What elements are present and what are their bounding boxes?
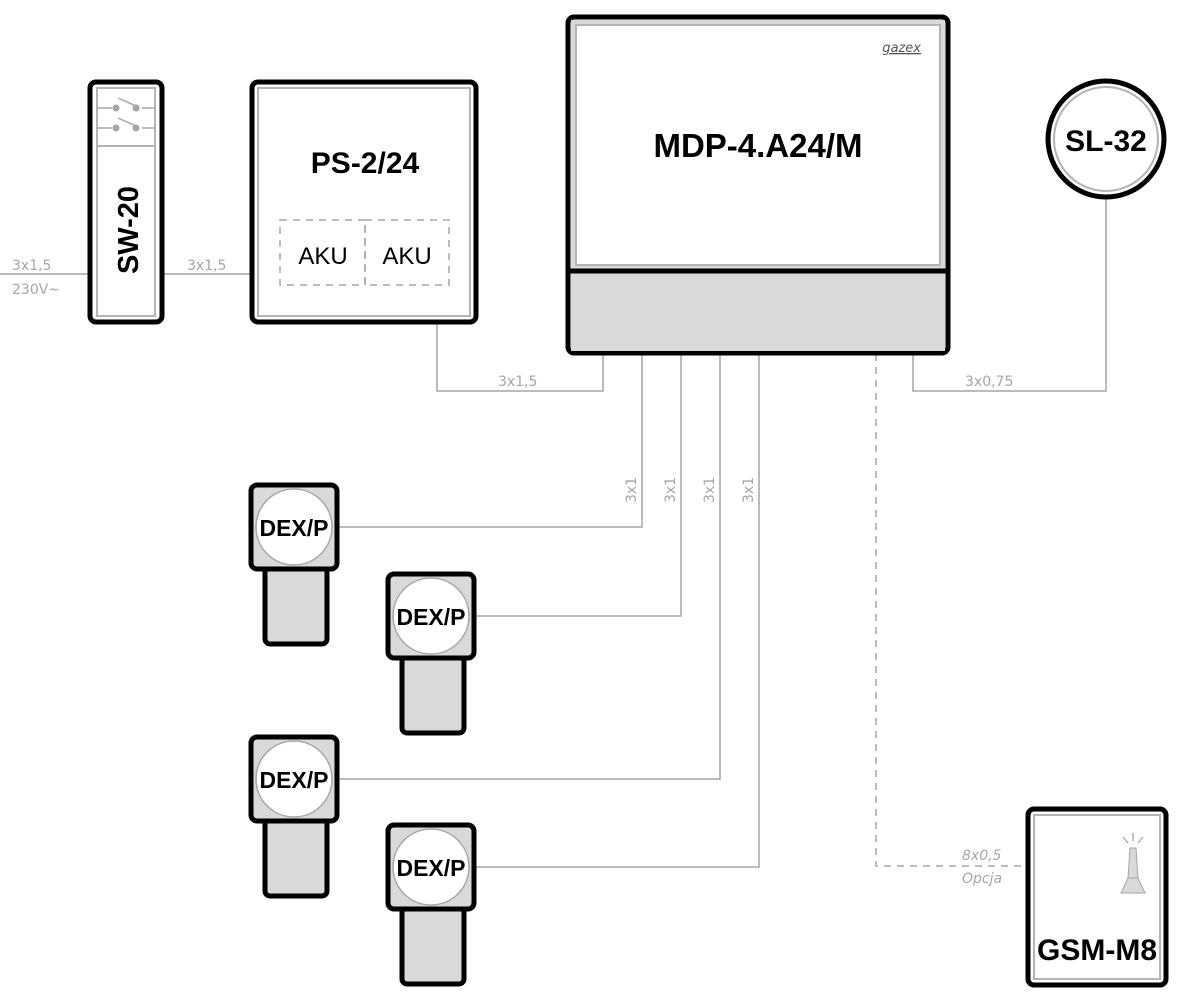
mdp-terminal-panel xyxy=(571,270,945,351)
cable-label-detector-3: 3x1 xyxy=(702,477,718,503)
battery-label-1: AKU xyxy=(298,243,347,270)
wire-mdp-to-sl32 xyxy=(912,198,1107,392)
detector-1[interactable]: DEX/P xyxy=(248,482,340,647)
detector-label: DEX/P xyxy=(259,767,328,793)
wire-detector-4 xyxy=(473,354,760,868)
cable-label-mains-spec: 3x1,5 xyxy=(12,258,51,274)
detector-4[interactable]: DEX/P xyxy=(385,822,477,987)
wire-mdp-to-gsm xyxy=(875,354,1028,867)
wires xyxy=(0,198,1107,868)
cable-label-gsm-note: Opcja xyxy=(962,871,1002,887)
cable-label-gsm-spec: 8x0,5 xyxy=(962,848,1002,864)
wire-detector-1 xyxy=(337,354,643,528)
cable-labels: 3x1,5 230V~ 3x1,5 3x1,5 3x0,75 3x1 3x1 3… xyxy=(12,258,1013,887)
ps-label: PS-2/24 xyxy=(311,147,420,180)
double-switch-icon xyxy=(97,97,155,132)
device-ps[interactable]: PS-2/24 AKU AKU xyxy=(249,79,479,325)
detector-label: DEX/P xyxy=(396,855,465,881)
device-mdp[interactable]: gazex MDP-4.A24/M xyxy=(565,14,951,356)
detector-3[interactable]: DEX/P xyxy=(248,734,340,899)
device-sw20[interactable]: SW-20 xyxy=(87,79,165,325)
sl32-label: SL-32 xyxy=(1065,125,1147,158)
device-gsm[interactable]: GSM-M8 xyxy=(1025,806,1169,988)
device-sl32[interactable]: SL-32 xyxy=(1045,78,1167,200)
wire-detector-2 xyxy=(473,354,682,617)
wire-ps-to-mdp xyxy=(436,322,604,392)
brand-logo: gazex xyxy=(882,41,921,56)
detector-label: DEX/P xyxy=(259,515,328,541)
cable-label-detector-1: 3x1 xyxy=(624,477,640,503)
sw20-label: SW-20 xyxy=(113,186,145,274)
cable-label-mains-voltage: 230V~ xyxy=(12,282,60,298)
cable-label-sw-to-ps: 3x1,5 xyxy=(187,258,226,274)
wire-detector-3 xyxy=(337,354,721,780)
antenna-icon xyxy=(1120,833,1146,894)
battery-slot-2 xyxy=(364,219,450,286)
cable-label-ps-to-mdp: 3x1,5 xyxy=(498,374,537,390)
detector-label: DEX/P xyxy=(396,604,465,630)
gsm-label: GSM-M8 xyxy=(1037,934,1157,967)
mdp-label: MDP-4.A24/M xyxy=(653,127,862,164)
cable-label-detector-4: 3x1 xyxy=(741,477,757,503)
cable-label-mdp-to-sl32: 3x0,75 xyxy=(965,374,1013,390)
cable-label-detector-2: 3x1 xyxy=(663,477,679,503)
detector-2[interactable]: DEX/P xyxy=(385,571,477,736)
battery-label-2: AKU xyxy=(382,243,431,270)
